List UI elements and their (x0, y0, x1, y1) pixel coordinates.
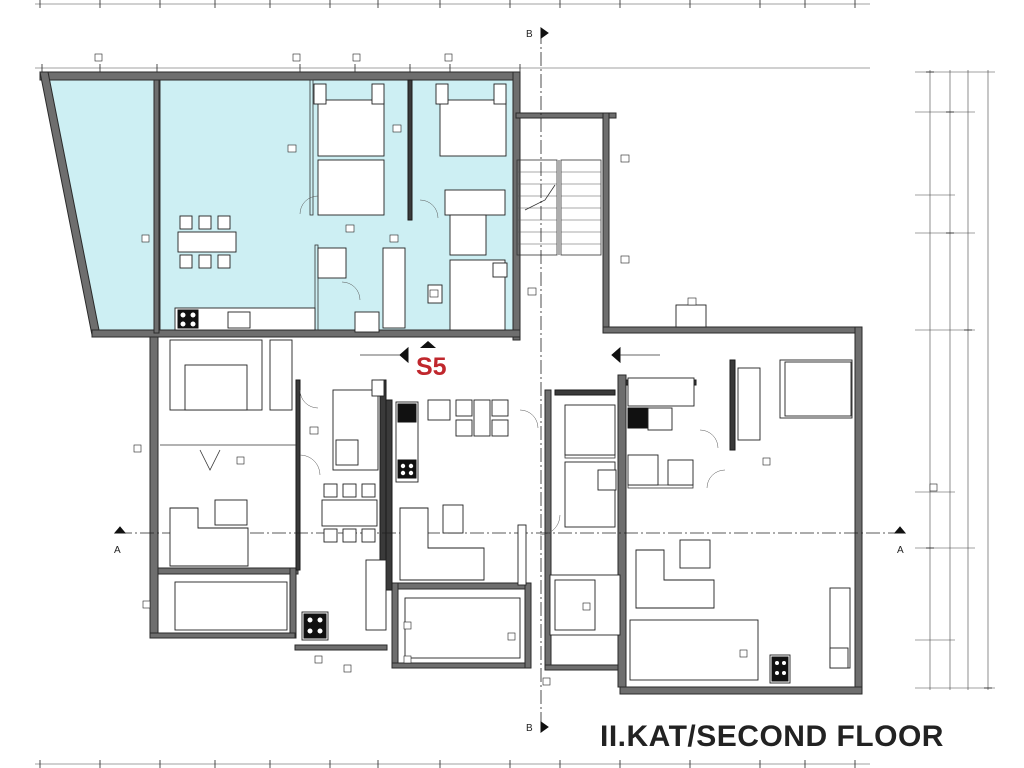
furniture-highlighted-unit (174, 83, 508, 333)
section-a-right-label: A (897, 545, 904, 556)
section-a-left-label: A (114, 545, 121, 556)
floor-title: II.KAT/SECOND FLOOR (600, 720, 944, 753)
furniture-center-unit (395, 399, 527, 659)
exterior-walls (39, 71, 863, 695)
direction-markers (360, 346, 660, 364)
top-dimension-strip (35, 0, 870, 8)
furniture-left-unit (160, 339, 387, 641)
section-b-bottom-label: B (526, 723, 533, 734)
door-swings (299, 195, 726, 536)
unit-marker[interactable]: S5 (416, 341, 447, 381)
section-b-top-label: B (526, 29, 533, 40)
unit-marker-label: S5 (416, 353, 447, 381)
room-tags (94, 53, 938, 686)
upper-dimension-line (35, 64, 870, 72)
section-line-b: B B (526, 27, 549, 734)
staircase (516, 159, 602, 256)
furniture-right-unit (549, 304, 853, 684)
bottom-dimension-strip (35, 760, 870, 768)
marker-arrow-icon (420, 341, 436, 348)
section-line-a: A A (113, 526, 907, 556)
right-dimension-chains (915, 70, 995, 690)
